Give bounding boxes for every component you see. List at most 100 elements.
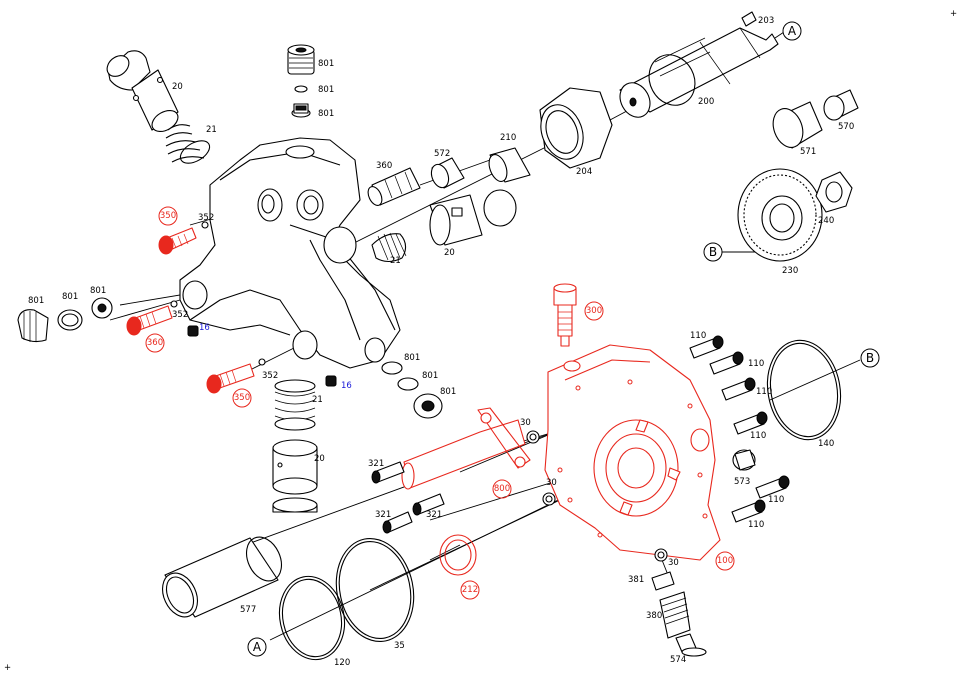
callout-110d: 110 — [750, 431, 766, 441]
sleeve-210 — [488, 147, 531, 183]
red-callout-360: 360 — [145, 333, 165, 353]
callout-321a: 321 — [368, 459, 384, 469]
pump-housing — [179, 137, 401, 369]
red-callout-350a: 350 — [158, 206, 178, 226]
callout-801e: 801 — [62, 292, 78, 302]
callout-571: 571 — [800, 147, 816, 157]
red-housing-100 — [544, 344, 721, 561]
callout-352b: 352 — [172, 310, 188, 320]
screw-321b — [382, 511, 413, 534]
o-ring-35 — [335, 537, 415, 643]
callout-110f: 110 — [748, 520, 764, 530]
sleeve-571 — [772, 101, 823, 149]
callout-30b: 30 — [546, 478, 557, 488]
callout-20c: 20 — [314, 454, 325, 464]
callout-110b: 110 — [748, 359, 764, 369]
callout-801d: 801 — [28, 296, 44, 306]
middle-follower — [429, 189, 517, 246]
callout-21b: 21 — [390, 256, 401, 266]
o-ring-120 — [278, 575, 346, 661]
grub-screw-16a — [187, 325, 199, 337]
callout-801f: 801 — [90, 286, 106, 296]
ref-a-bottom: A — [247, 637, 267, 657]
nut-240 — [815, 171, 853, 213]
callout-360: 360 — [376, 161, 392, 171]
callout-570: 570 — [838, 122, 854, 132]
gear-230 — [737, 168, 823, 262]
bottom-spring — [274, 379, 316, 431]
callout-20b: 20 — [444, 248, 455, 258]
svg-text:350: 350 — [234, 393, 250, 403]
fitting-360 — [367, 167, 421, 206]
middle-spring — [371, 232, 407, 263]
callout-352a: 352 — [198, 213, 214, 223]
svg-text:B: B — [866, 351, 874, 365]
callout-801g: 801 — [404, 353, 420, 363]
ref-b-gear: B — [703, 242, 723, 262]
callout-321b: 321 — [375, 510, 391, 520]
red-gasket-212 — [439, 534, 477, 576]
svg-text:B: B — [709, 245, 717, 259]
callout-577: 577 — [240, 605, 256, 615]
callout-572: 572 — [434, 149, 450, 159]
callout-30c: 30 — [668, 558, 679, 568]
screws-110 — [689, 335, 790, 523]
callout-573: 573 — [734, 477, 750, 487]
washer-572 — [430, 157, 465, 189]
callout-21a: 21 — [206, 125, 217, 135]
nut-204 — [539, 87, 613, 169]
svg-text:360: 360 — [147, 338, 163, 348]
callout-801h: 801 — [422, 371, 438, 381]
corner-mark-bottom-left: + — [4, 663, 11, 673]
svg-text:A: A — [788, 24, 797, 38]
plug-573 — [732, 449, 756, 471]
callout-801i: 801 — [440, 387, 456, 397]
red-callout-212: 212 — [460, 580, 480, 600]
callout-801a: 801 — [318, 59, 334, 69]
callout-20a: 20 — [172, 82, 183, 92]
red-valve-360-mid — [126, 300, 178, 336]
grub-screw-16b — [325, 375, 337, 387]
callout-801c: 801 — [318, 109, 334, 119]
callout-321c: 321 — [426, 510, 442, 520]
reference-markers: A B B A — [247, 21, 880, 657]
bottom-follower — [272, 439, 318, 513]
right-fittings-801 — [381, 361, 443, 419]
cam-follower-top — [106, 50, 211, 164]
callout-labels: 20 21 801 801 801 203 200 210 204 570 57… — [28, 16, 854, 668]
svg-text:300: 300 — [586, 306, 602, 316]
callout-110c: 110 — [756, 387, 772, 397]
red-valve-350-top — [158, 221, 209, 255]
svg-text:800: 800 — [494, 484, 510, 494]
callout-230: 230 — [782, 266, 798, 276]
corner-mark-top-right: + — [950, 9, 957, 19]
callout-110a: 110 — [690, 331, 706, 341]
callout-140: 140 — [818, 439, 834, 449]
top-fittings-801 — [287, 44, 315, 118]
callout-574: 574 — [670, 655, 686, 665]
red-callout-350b: 350 — [232, 388, 252, 408]
red-callout-100: 100 — [715, 551, 735, 571]
callout-120: 120 — [334, 658, 350, 668]
callout-380: 380 — [646, 611, 662, 621]
callout-352c: 352 — [262, 371, 278, 381]
ref-b-ring: B — [860, 348, 880, 368]
svg-text:A: A — [253, 640, 262, 654]
red-solenoid-800 — [401, 407, 531, 490]
screw-321c — [412, 493, 445, 516]
svg-text:100: 100 — [717, 556, 733, 566]
callout-200: 200 — [698, 97, 714, 107]
red-callout-800: 800 — [492, 479, 512, 499]
callout-210: 210 — [500, 133, 516, 143]
red-valve-350-low — [206, 358, 266, 394]
callout-35: 35 — [394, 641, 405, 651]
red-callout-300: 300 — [584, 301, 604, 321]
callout-110e: 110 — [768, 495, 784, 505]
svg-text:350: 350 — [160, 211, 176, 221]
washer-30c — [654, 548, 668, 562]
red-callouts: 350 360 350 300 800 212 100 — [145, 206, 735, 600]
red-valve-300 — [553, 283, 577, 347]
svg-text:212: 212 — [462, 585, 478, 595]
cap-570 — [823, 89, 859, 121]
